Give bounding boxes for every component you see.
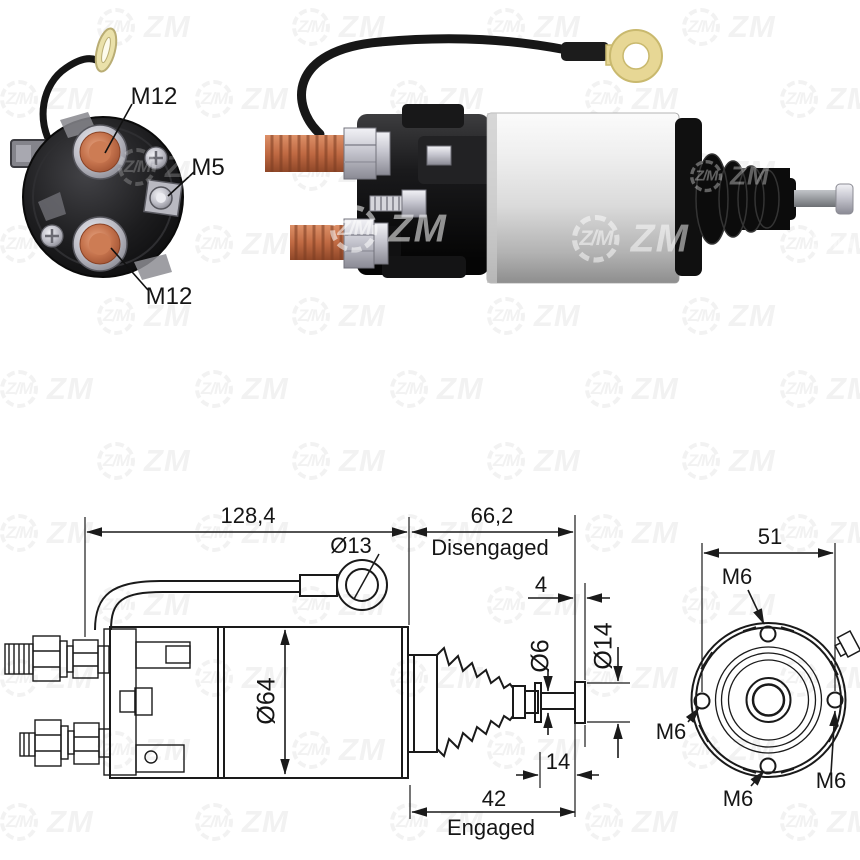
dim-rod-diameter: Ø6 — [526, 639, 555, 673]
label-hole-bottom: M6 — [722, 786, 754, 811]
dim-rod-length: 14 — [545, 749, 571, 774]
ground-wire — [39, 55, 106, 150]
zm-watermark-text: ZM — [729, 442, 776, 478]
zm-gear-logo-icon: Z/M — [292, 297, 330, 336]
zm-gear-logo-icon: Z/M — [780, 369, 818, 408]
label-hole-right: M6 — [815, 768, 847, 793]
dim-body-diameter: Ø64 — [252, 677, 281, 725]
terminal-studs-drawing — [4, 628, 191, 776]
eyelet-terminal — [94, 27, 118, 73]
zm-watermark-text: ZM — [144, 442, 191, 478]
label-terminal-bottom: M12 — [145, 283, 193, 310]
zm-watermark-text: ZM — [339, 298, 386, 334]
label-terminal-middle: M5 — [191, 154, 225, 181]
side-view-photo — [265, 29, 854, 284]
metal-strap — [134, 254, 172, 280]
dimension-lines — [84, 515, 630, 819]
label-hole-top: M6 — [721, 564, 753, 589]
bellows-drawing — [436, 646, 539, 758]
zm-gear-logo-icon: Z/M — [585, 369, 623, 408]
dim-bolt-spacing: 51 — [757, 524, 783, 549]
rim-notches — [698, 626, 839, 774]
rubber-bellows — [695, 153, 796, 245]
dim-overall-length: 128,4 — [220, 503, 276, 528]
stud-m12-top — [265, 127, 391, 180]
dim-eyelet-diameter: Ø13 — [330, 533, 372, 558]
body-seam — [487, 113, 497, 283]
solenoid-body — [486, 112, 680, 284]
zm-gear-logo-icon: Z/M — [97, 441, 135, 480]
label-disengaged: Disengaged — [431, 535, 549, 560]
label-engaged: Engaged — [446, 815, 536, 840]
zm-gear-logo-icon: Z/M — [390, 369, 428, 408]
label-terminal-top: M12 — [130, 83, 178, 110]
zm-watermark-text: ZM — [437, 370, 484, 406]
zm-gear-logo-icon: Z/M — [487, 297, 525, 336]
zm-gear-logo-icon: Z/M — [0, 369, 38, 408]
plunger-rod — [794, 190, 838, 207]
dim-engaged-length: 42 — [481, 786, 507, 811]
zm-watermark-text: ZM — [729, 298, 776, 334]
front-view-dimensions — [685, 543, 839, 787]
wire-drawing — [94, 553, 388, 631]
label-leaders — [104, 103, 195, 291]
side-terminal-drawing — [834, 629, 860, 659]
plunger-tip — [835, 183, 854, 215]
zm-gear-logo-icon: Z/M — [292, 441, 330, 480]
zm-watermark-text: ZM — [339, 442, 386, 478]
zm-watermark: Z/MZM — [780, 369, 860, 408]
zm-gear-logo-icon: Z/M — [195, 369, 233, 408]
dim-pin-gap: 4 — [534, 572, 548, 597]
phillips-screw — [40, 224, 64, 248]
eyelet-terminal — [605, 29, 663, 83]
zm-watermark-text: ZM — [827, 370, 860, 406]
zm-gear-logo-icon: Z/M — [682, 297, 720, 336]
terminal-m12-top — [72, 124, 128, 180]
end-ring — [675, 118, 702, 276]
dim-disengaged-length: 66,2 — [470, 503, 514, 528]
zm-watermark-text: ZM — [47, 370, 94, 406]
terminal-m5 — [143, 178, 183, 218]
zm-watermark-text: ZM — [534, 442, 581, 478]
dim-tip-diameter: Ø14 — [589, 622, 618, 670]
stud-m12-bottom — [290, 218, 389, 269]
zm-watermark-text: ZM — [632, 370, 679, 406]
stud-m5 — [369, 189, 427, 218]
label-hole-left: M6 — [655, 719, 687, 744]
plunger-drawing — [534, 681, 586, 724]
zm-gear-logo-icon: Z/M — [682, 441, 720, 480]
zm-watermark-text: ZM — [534, 298, 581, 334]
phillips-screw — [144, 146, 168, 170]
side-tab-face — [16, 145, 31, 162]
metal-strap — [38, 192, 66, 221]
terminal-m12-bottom — [72, 216, 128, 272]
wire-ferrule — [561, 42, 609, 61]
zm-gear-logo-icon: Z/M — [487, 441, 525, 480]
zm-watermark-text: ZM — [242, 370, 289, 406]
front-view-drawing — [690, 622, 860, 778]
